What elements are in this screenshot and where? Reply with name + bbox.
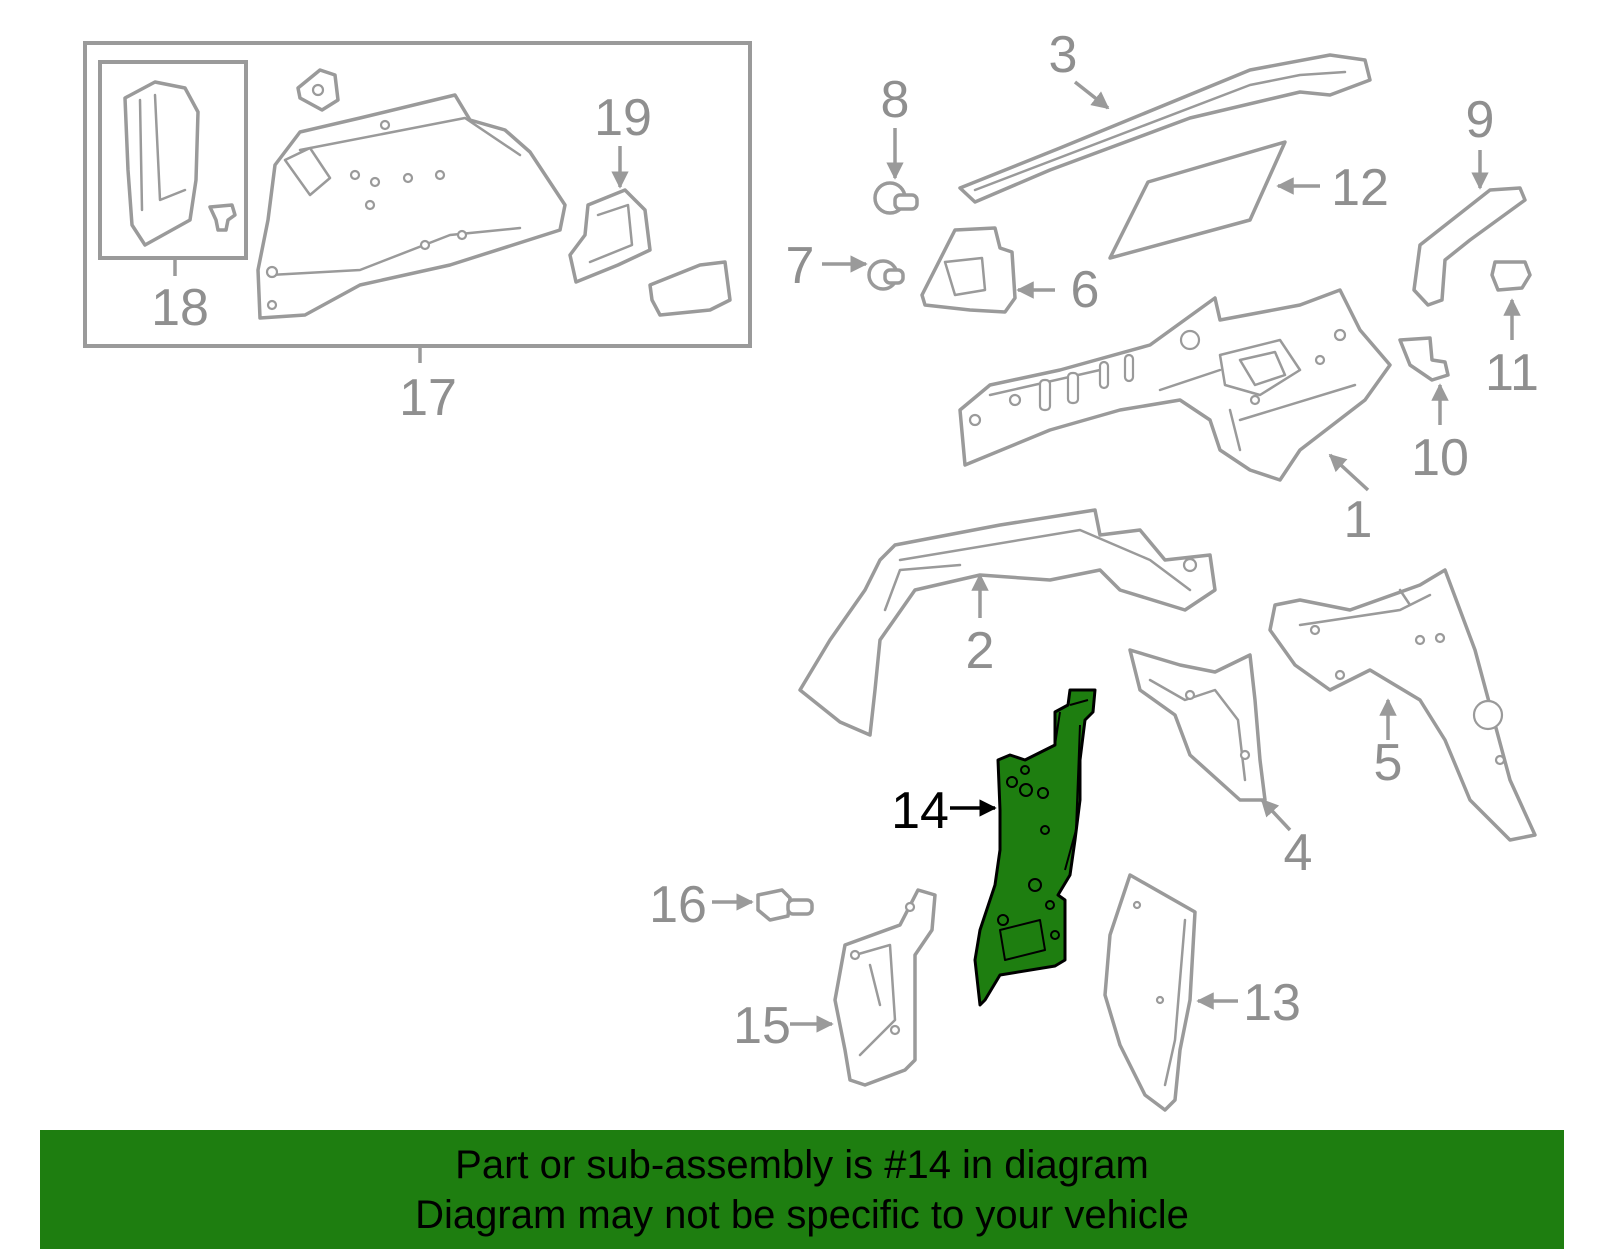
part-3: [958, 53, 1372, 204]
banner-line-2: Diagram may not be specific to your vehi…: [415, 1193, 1189, 1237]
callout-13: 13: [1243, 974, 1301, 1032]
callout-16: 16: [649, 876, 707, 934]
part-6: [920, 226, 1055, 314]
part-16: [712, 888, 814, 922]
highlight-banner: Part or sub-assembly is #14 in diagram D…: [40, 1130, 1564, 1249]
callout-5: 5: [1374, 734, 1403, 792]
callout-1: 1: [1344, 491, 1373, 549]
part-18: [123, 80, 237, 247]
callout-6: 6: [1071, 261, 1100, 319]
part-1: [958, 288, 1392, 492]
callout-9: 9: [1466, 91, 1495, 149]
part-12: [1108, 140, 1320, 260]
callout-3: 3: [1049, 26, 1078, 84]
callout-14: 14: [891, 782, 949, 840]
part-4: [1128, 648, 1292, 832]
callout-10: 10: [1411, 429, 1469, 487]
banner-line-1: Part or sub-assembly is #14 in diagram: [455, 1143, 1149, 1187]
callout-8: 8: [881, 71, 910, 129]
part-13: [1103, 873, 1238, 1112]
part-7: [822, 255, 905, 291]
part-19: [568, 146, 732, 317]
part-2: [798, 508, 1217, 737]
part-14-highlighted: [950, 688, 1097, 1007]
part-9: [1412, 150, 1527, 307]
callout-4: 4: [1284, 824, 1313, 882]
callout-7: 7: [786, 237, 815, 295]
part-5: [1268, 568, 1537, 842]
part-10: [1398, 336, 1450, 425]
callout-15: 15: [733, 997, 791, 1055]
callout-17: 17: [399, 369, 457, 427]
part-17-panel: [256, 68, 567, 320]
callout-18: 18: [151, 279, 209, 337]
part-11: [1490, 260, 1532, 340]
callout-12: 12: [1331, 159, 1389, 217]
callout-19: 19: [594, 89, 652, 147]
part-8: [873, 128, 919, 215]
callout-11: 11: [1485, 344, 1539, 402]
assembly-box-17: [83, 41, 752, 363]
part-15: [790, 888, 937, 1087]
callout-2: 2: [966, 622, 995, 680]
